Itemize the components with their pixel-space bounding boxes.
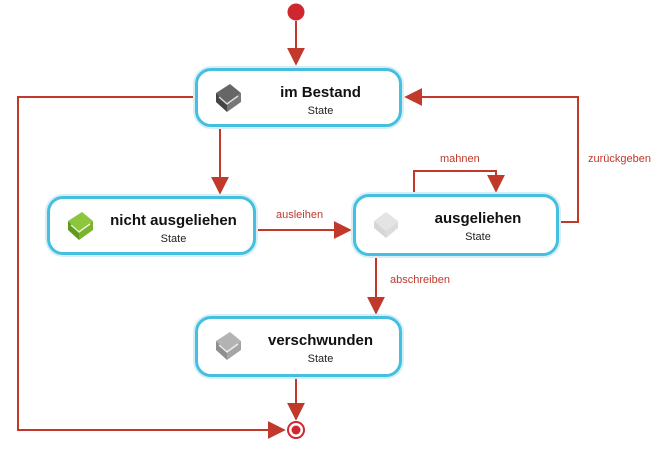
state-verschwunden[interactable]: verschwunden State [195,316,402,377]
label-ausleihen: ausleihen [276,209,324,221]
state-stereotype: State [307,105,334,117]
label-mahnen: mahnen [440,153,480,165]
state-name: verschwunden [267,332,374,349]
book-dark-gray-icon [216,84,241,112]
final-node-center [291,425,301,435]
book-green-icon [68,212,93,240]
state-nicht-ausgeliehen[interactable]: nicht ausgeliehen State [47,196,256,255]
label-abschreiben: abschreiben [390,274,450,286]
state-stereotype: State [465,231,491,243]
transition-bestand-to-final [17,96,286,439]
state-im-bestand[interactable]: im Bestand State [195,68,402,127]
transition-mahnen [413,170,505,194]
state-name: ausgeliehen [434,210,522,227]
book-gray-icon [216,332,241,360]
transition-zurueckgeben [404,88,579,223]
label-zurueckgeben: zurückgeben [588,153,651,165]
state-ausgeliehen[interactable]: ausgeliehen State [353,194,559,256]
initial-node [287,3,305,21]
state-name: im Bestand [280,84,361,101]
state-stereotype: State [160,233,187,245]
book-empty-slot-icon [374,212,398,238]
state-name: nicht ausgeliehen [110,212,237,229]
state-stereotype: State [307,353,334,365]
